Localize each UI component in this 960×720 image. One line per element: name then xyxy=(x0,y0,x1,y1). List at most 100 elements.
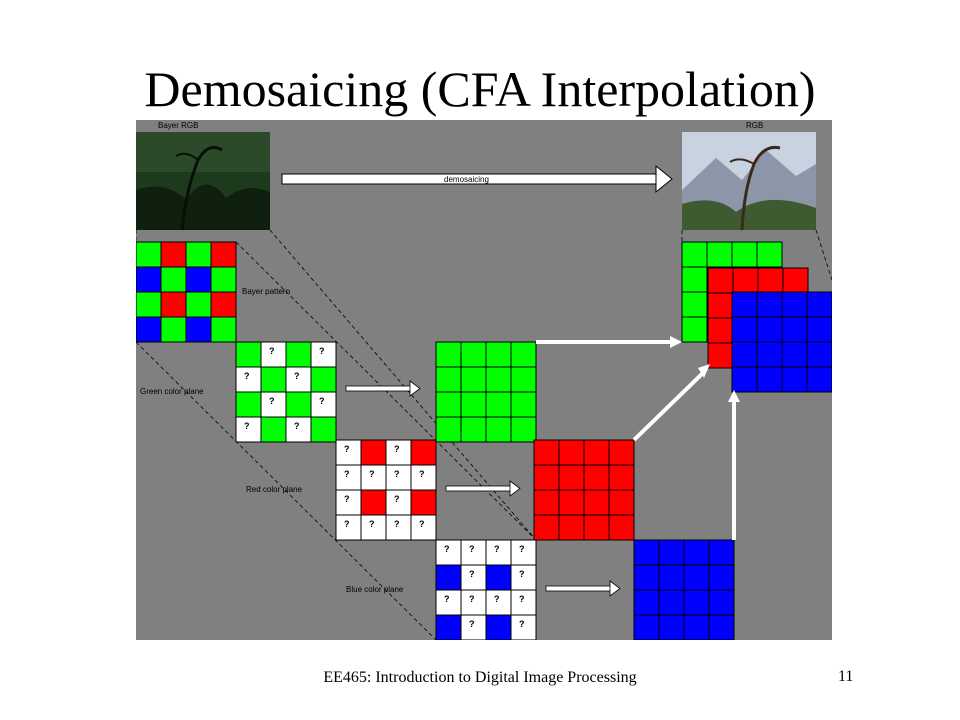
grid-cell xyxy=(260,416,287,443)
grid-cell xyxy=(485,416,512,443)
grid-cell xyxy=(385,514,412,541)
demosaicing-arrow xyxy=(281,164,673,194)
unknown-mark: ? xyxy=(444,594,450,604)
grid-cell xyxy=(335,489,362,516)
bayer-rgb-label: Bayer RGB xyxy=(158,121,198,130)
grid-cell xyxy=(435,341,462,368)
unknown-mark: ? xyxy=(444,544,450,554)
grid-cell xyxy=(658,539,685,566)
red-full-grid xyxy=(533,439,635,541)
footer-course-title: EE465: Introduction to Digital Image Pro… xyxy=(323,669,637,686)
unknown-mark: ? xyxy=(244,371,250,381)
grid-cell xyxy=(285,341,312,368)
unknown-mark: ? xyxy=(469,544,475,554)
grid-cell xyxy=(210,241,237,268)
unknown-mark: ? xyxy=(344,444,350,454)
grid-cell xyxy=(533,464,560,491)
unknown-mark: ? xyxy=(319,346,325,356)
grid-cell xyxy=(435,539,462,566)
unknown-mark: ? xyxy=(394,469,400,479)
grid-cell xyxy=(583,514,610,541)
unknown-mark: ? xyxy=(494,594,500,604)
grid-cell xyxy=(583,439,610,466)
grid-cell xyxy=(558,514,585,541)
grid-cell xyxy=(781,291,808,318)
grid-cell xyxy=(608,439,635,466)
unknown-mark: ? xyxy=(294,421,300,431)
grid-cell xyxy=(756,291,783,318)
grid-cell xyxy=(160,316,187,343)
rgb-label: RGB xyxy=(746,121,763,130)
grid-cell xyxy=(385,464,412,491)
grid-cell xyxy=(460,366,487,393)
grid-cell xyxy=(781,316,808,343)
grid-cell xyxy=(731,291,758,318)
grid-cell xyxy=(460,391,487,418)
grid-cell xyxy=(435,391,462,418)
grid-cell xyxy=(731,316,758,343)
grid-cell xyxy=(708,539,735,566)
grid-cell xyxy=(310,391,337,418)
unknown-mark: ? xyxy=(269,346,275,356)
bayer-raw-photo xyxy=(136,132,270,231)
slide-title: Demosaicing (CFA Interpolation) xyxy=(144,61,816,117)
grid-cell xyxy=(310,366,337,393)
grid-cell xyxy=(781,341,808,368)
green-plane-label: Green color plane xyxy=(140,387,204,396)
grid-cell xyxy=(210,266,237,293)
grid-cell xyxy=(681,241,708,268)
demosaicing-diagram: Bayer RGB RGB demosaicing ???????? ?????… xyxy=(136,120,832,640)
grid-cell xyxy=(732,267,759,294)
grid-cell xyxy=(510,416,537,443)
grid-cell xyxy=(707,292,734,319)
grid-cell xyxy=(608,514,635,541)
grid-cell xyxy=(435,366,462,393)
grid-cell xyxy=(708,589,735,616)
grid-cell xyxy=(310,341,337,368)
grid-cell xyxy=(435,564,462,591)
page-number: 11 xyxy=(838,668,854,685)
grid-cell xyxy=(410,439,437,466)
grid-cell xyxy=(410,464,437,491)
grid-cell xyxy=(731,241,758,268)
grid-cell xyxy=(658,614,685,640)
grid-cell xyxy=(558,439,585,466)
grid-cell xyxy=(806,341,832,368)
grid-cell xyxy=(410,489,437,516)
grid-cell xyxy=(460,341,487,368)
grid-cell xyxy=(510,341,537,368)
grid-cell xyxy=(681,266,708,293)
bayer-pattern-grid xyxy=(136,241,237,343)
grid-cell xyxy=(510,614,537,640)
grid-cell xyxy=(806,366,832,393)
demosaicing-label: demosaicing xyxy=(444,175,489,184)
grid-cell xyxy=(681,291,708,318)
unknown-mark: ? xyxy=(519,594,525,604)
grid-cell xyxy=(235,416,262,443)
result-blue-plane xyxy=(731,291,832,393)
grid-cell xyxy=(731,366,758,393)
grid-cell xyxy=(485,366,512,393)
unknown-mark: ? xyxy=(519,544,525,554)
unknown-mark: ? xyxy=(469,619,475,629)
grid-cell xyxy=(385,439,412,466)
grid-cell xyxy=(533,514,560,541)
unknown-mark: ? xyxy=(319,396,325,406)
red-interpolate-arrow xyxy=(445,480,521,497)
green-combine-arrow xyxy=(536,336,682,348)
unknown-mark: ? xyxy=(394,444,400,454)
unknown-mark: ? xyxy=(394,519,400,529)
grid-cell xyxy=(185,316,212,343)
rgb-result-photo xyxy=(682,132,816,231)
grid-cell xyxy=(210,291,237,318)
grid-cell xyxy=(683,589,710,616)
grid-cell xyxy=(633,589,660,616)
grid-cell xyxy=(160,266,187,293)
grid-cell xyxy=(633,539,660,566)
grid-cell xyxy=(360,514,387,541)
unknown-mark: ? xyxy=(344,469,350,479)
grid-cell xyxy=(658,589,685,616)
grid-cell xyxy=(708,614,735,640)
blue-combine-arrow xyxy=(728,390,740,540)
grid-cell xyxy=(185,266,212,293)
